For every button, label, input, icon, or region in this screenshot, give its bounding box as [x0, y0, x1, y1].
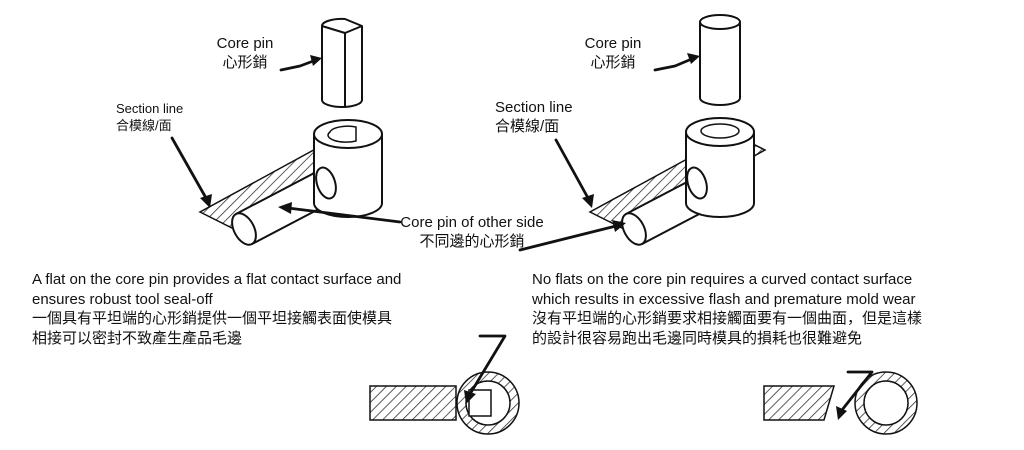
left-section-view	[369, 371, 520, 435]
right-assembly	[588, 14, 767, 246]
right-description-zh-line1: 沒有平坦端的心形銷要求相接觸面要有一個曲面，但是這樣	[532, 310, 923, 327]
right-description-en-line1: No flats on the core pin requires a curv…	[532, 271, 913, 288]
left-description-zh-line2: 相接可以密封不致產生產品毛邊	[32, 329, 243, 347]
left-section-line-label-zh: 合模線/面	[116, 118, 172, 133]
leader-arrows	[170, 53, 874, 420]
other-side-core-pin-label: Core pin of other side 不同邊的心形銷	[382, 213, 562, 251]
right-description: No flats on the core pin requires a curv…	[532, 270, 922, 348]
right-description-en-line2: which results in excessive flash and pre…	[532, 290, 916, 308]
left-description-en-line2: ensures robust tool seal-off	[32, 290, 213, 308]
other-side-core-pin-label-zh: 不同邊的心形銷	[419, 233, 525, 250]
right-core-pin-label: Core pin 心形銷	[574, 34, 652, 72]
right-cylinder	[685, 117, 755, 218]
right-section-line-label: Section line 合模線/面	[495, 98, 573, 136]
left-description: A flat on the core pin provides a flat c…	[32, 270, 401, 348]
left-description-zh-line1: 一個具有平坦端的心形銷提供一個平坦接觸表面使模具	[32, 310, 393, 327]
left-description-en-line1: A flat on the core pin provides a flat c…	[32, 271, 402, 288]
right-core-pin-label-zh: 心形銷	[590, 54, 636, 71]
left-section-line-label: Section line 合模線/面	[116, 100, 183, 134]
right-section-view	[763, 371, 918, 435]
left-core-pin-label-zh: 心形銷	[222, 54, 268, 71]
left-core-pin-label: Core pin 心形銷	[206, 34, 284, 72]
right-core-pin-round	[699, 14, 741, 106]
right-section-line-label-zh: 合模線/面	[495, 118, 560, 135]
right-description-zh-line2: 的設計很容易跑出毛邊同時模具的損耗也很難避免	[532, 329, 863, 347]
left-core-pin-flat	[321, 17, 363, 108]
left-core-pin-label-en: Core pin	[216, 35, 274, 52]
right-core-pin-label-en: Core pin	[584, 35, 642, 52]
other-side-core-pin-label-en: Core pin of other side	[400, 214, 544, 231]
left-cylinder	[313, 119, 383, 218]
right-section-line-label-en: Section line	[495, 99, 573, 116]
left-section-line-label-en: Section line	[116, 101, 184, 116]
